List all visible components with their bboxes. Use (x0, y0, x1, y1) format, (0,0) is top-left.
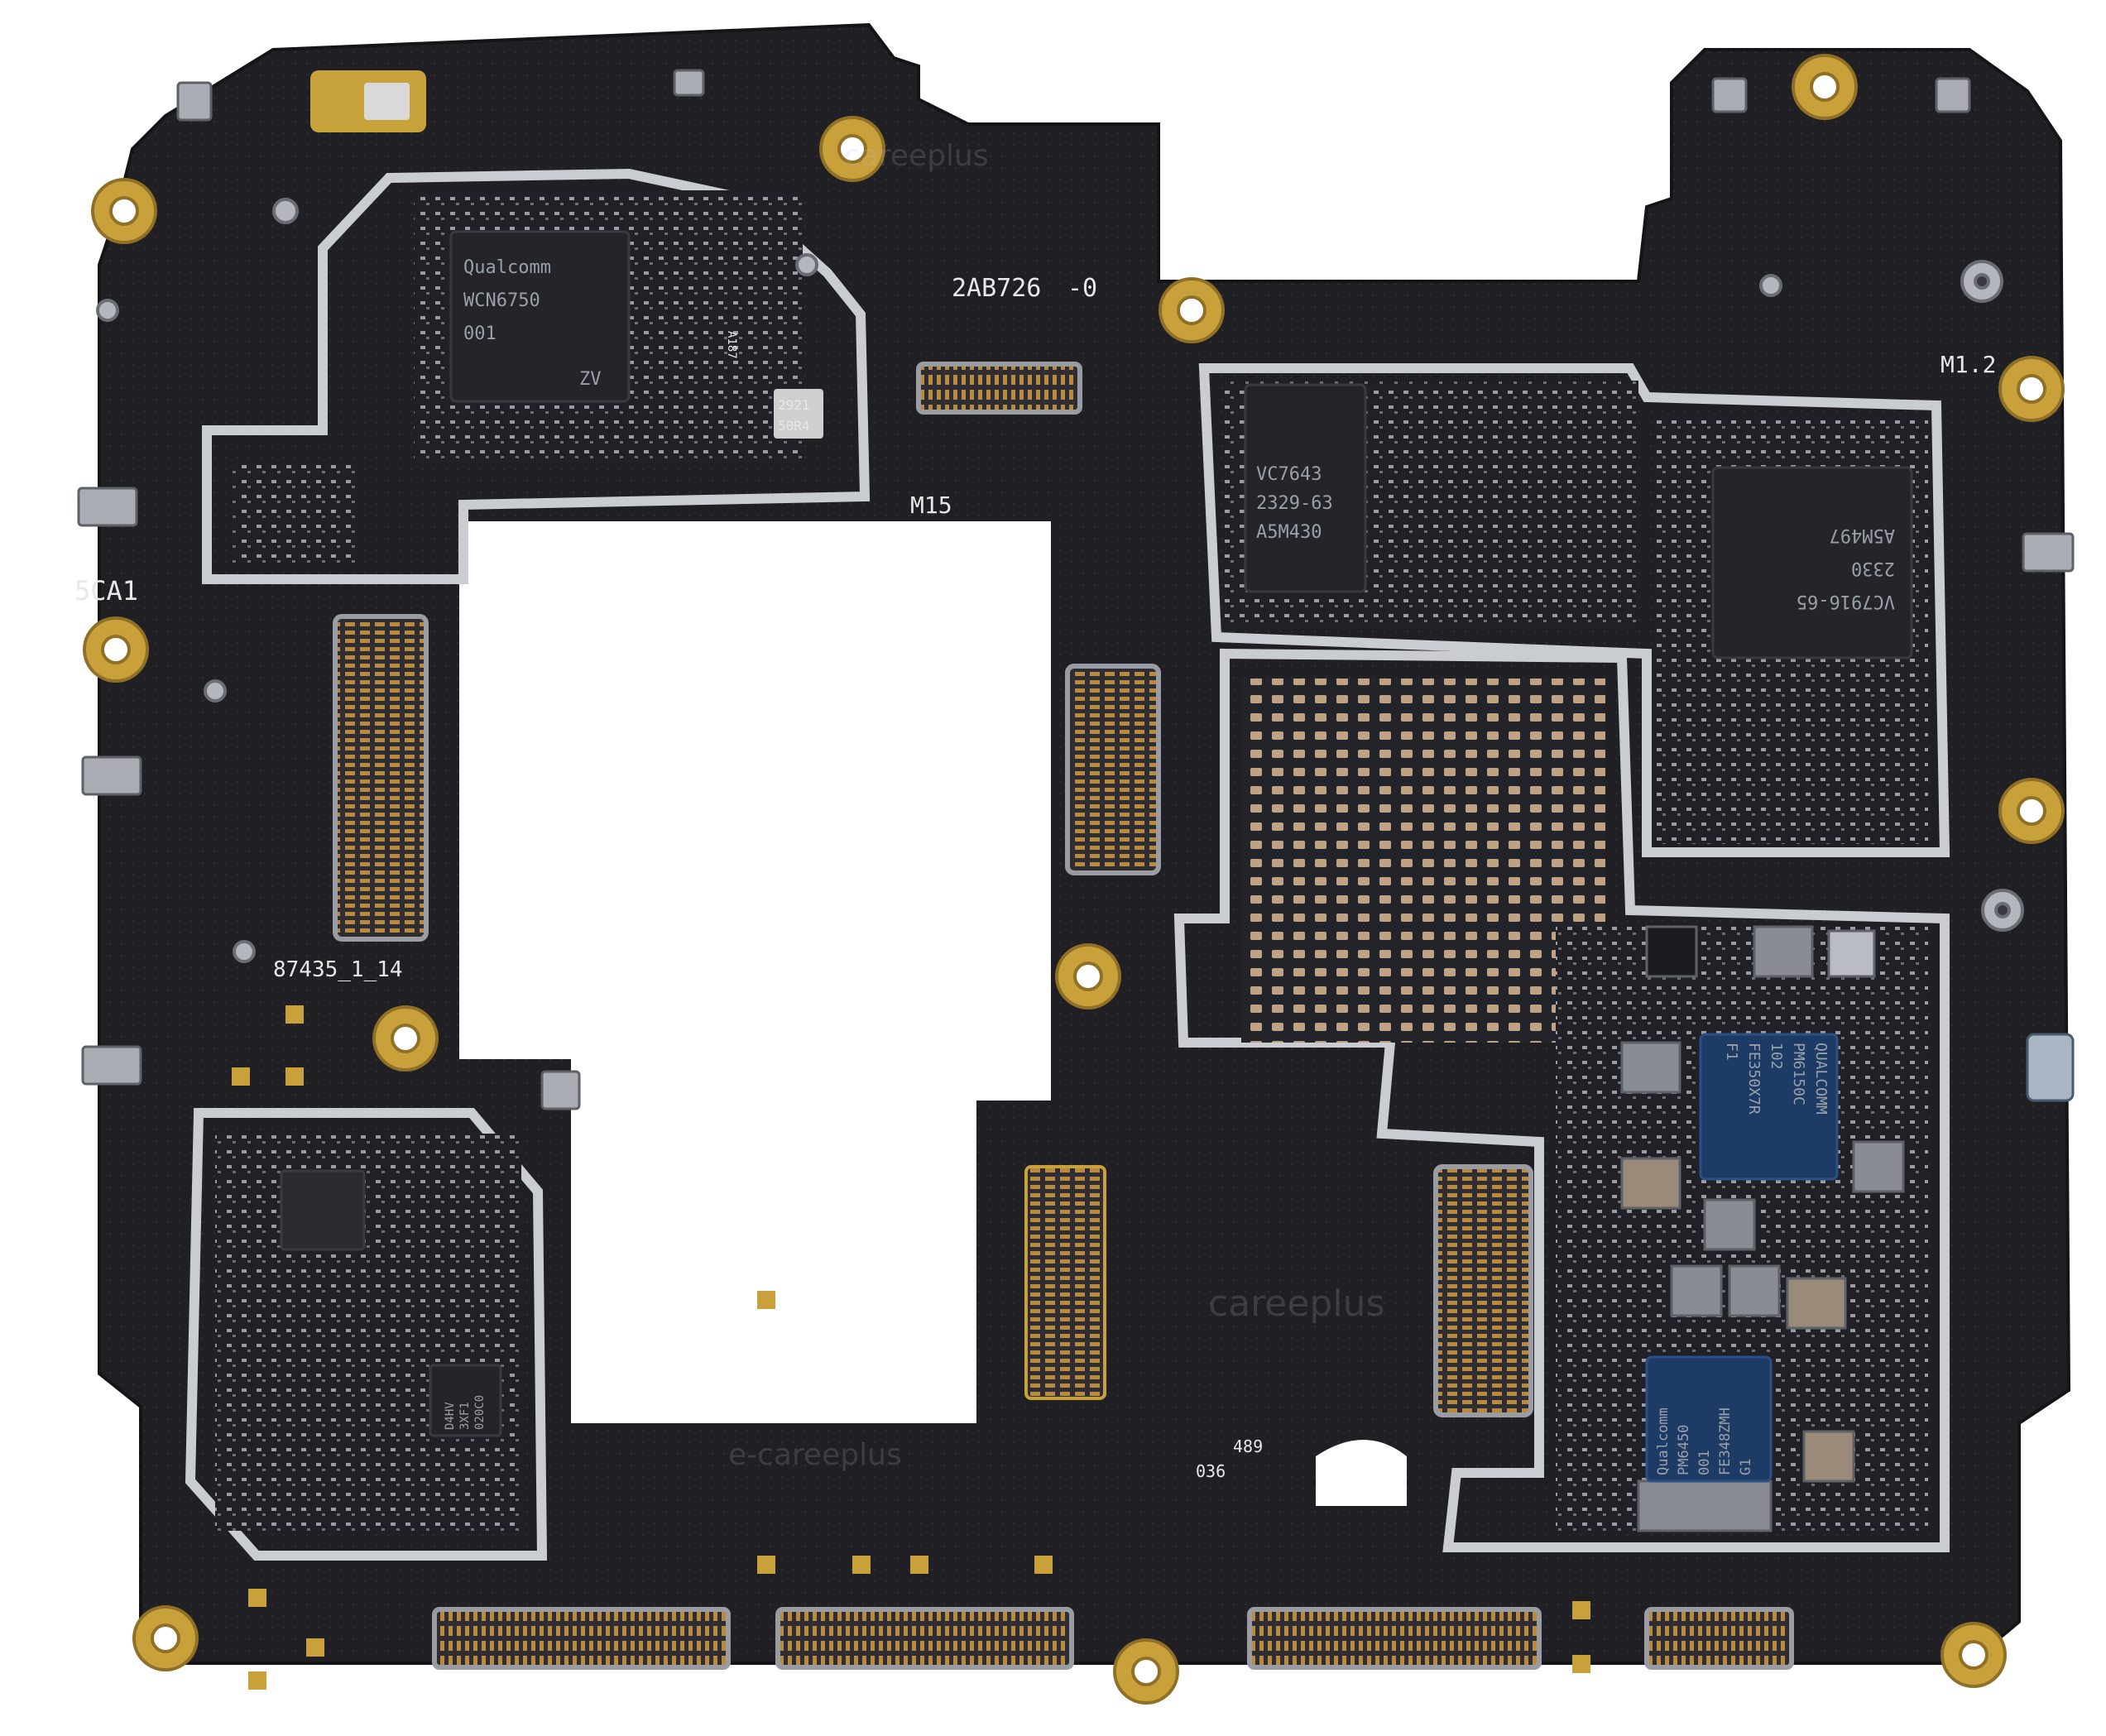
pm6150c-line2: PM6150C (1790, 1043, 1807, 1105)
pm6450-line4: FE348ZMH (1717, 1408, 1734, 1475)
label-489: 489 (1233, 1436, 1263, 1456)
wifi-chip-line4: ZV (579, 369, 602, 390)
pm6150c-chip: QUALCOMM PM6150C 102 FE350X7R F1 (1699, 1033, 1839, 1181)
board-cutout (459, 521, 1051, 1423)
pm6150c-line5: F1 (1723, 1043, 1740, 1061)
wifi-chip-line3: 001 (463, 324, 497, 344)
label-5ca1: 5CA1 (74, 575, 138, 607)
label-m12: M1.2 (1940, 351, 1996, 378)
vc7916-line1: VC7916-65 (1797, 591, 1895, 611)
sensor-chip-bottom-left (280, 1169, 366, 1251)
label-board-id: 2AB726 (952, 274, 1041, 303)
pm6450-chip: Qualcomm PM6450 001 FE348ZMH G1 (1645, 1355, 1773, 1483)
vc7916-line2: 2330 (1851, 558, 1895, 578)
label-m15: M15 (910, 492, 952, 519)
small-chip-2921 (774, 389, 823, 439)
connector-bottom-3 (1247, 1607, 1542, 1670)
wifi-chip-line2: WCN6750 (463, 290, 540, 311)
pm6450-line3: 001 (1696, 1450, 1713, 1475)
label-036: 036 (1196, 1461, 1226, 1481)
vc7643-line1: VC7643 (1256, 464, 1322, 485)
pm6450-line1: Qualcomm (1655, 1408, 1672, 1475)
shield-bottom-left (185, 1108, 548, 1561)
connector-bottom-2 (775, 1607, 1074, 1670)
test-pads (232, 1005, 1590, 1690)
d4hv-line2: 3XF1 (458, 1402, 472, 1430)
board-notch (1316, 1440, 1407, 1506)
d4hv-line1: D4HV (444, 1402, 457, 1430)
vc7916-line3: A5M497 (1830, 525, 1895, 545)
vc7643-line3: A5M430 (1256, 522, 1322, 543)
side-switches (77, 69, 2075, 1110)
connector-center-vertical (1065, 664, 1161, 875)
smd-field-bottom-left (215, 1134, 521, 1531)
pm6150c-line4: FE350X7R (1745, 1043, 1763, 1115)
inductor-array (1620, 925, 1905, 1532)
mounting-holes (83, 54, 2065, 1705)
pm6450-line2: PM6450 (1676, 1425, 1692, 1475)
d4hv-line3: 020C0 (473, 1395, 487, 1430)
watermark-bottom: e-careeplus (728, 1438, 902, 1472)
connector-bottom-4 (1644, 1607, 1794, 1670)
label-2921: 2921 (778, 397, 810, 413)
pm6450-line5: G1 (1738, 1459, 1754, 1475)
passive-pad-array (1241, 679, 1605, 1043)
smd-field-left (232, 463, 356, 563)
d4hv-chip: D4HV 3XF1 020C0 (429, 1364, 502, 1437)
label-a187: A187 (725, 331, 738, 359)
vc7643-line2: 2329-63 (1256, 493, 1333, 514)
connector-bottom-1 (432, 1607, 731, 1670)
blue-sensor (2026, 1033, 2075, 1102)
label-87435: 87435_1_14 (273, 957, 403, 982)
label-board-rev: -0 (1067, 274, 1097, 303)
label-50r4: 50R4 (778, 418, 810, 434)
rf-connectors (96, 198, 2024, 963)
shield-center (1173, 648, 1950, 1552)
vc7916-chip: VC7916-65 2330 A5M497 (1711, 466, 1913, 659)
shield-rf-top (1198, 363, 1950, 857)
connector-lower-center (1433, 1164, 1533, 1417)
pm6150c-line1: QUALCOMM (1812, 1043, 1830, 1115)
vc7643-chip: VC7643 2329-63 A5M430 (1244, 383, 1367, 593)
connector-display (1024, 1165, 1106, 1400)
watermark-top: careeplus (844, 139, 989, 173)
pm6150c-line3: 102 (1768, 1043, 1785, 1070)
wifi-chip: Qualcomm WCN6750 001 ZV (449, 230, 631, 403)
wifi-chip-line1: Qualcomm (463, 257, 551, 278)
connector-top-center (916, 362, 1082, 415)
watermark-center: careeplus (1208, 1283, 1384, 1325)
connector-left-vertical (333, 614, 429, 942)
